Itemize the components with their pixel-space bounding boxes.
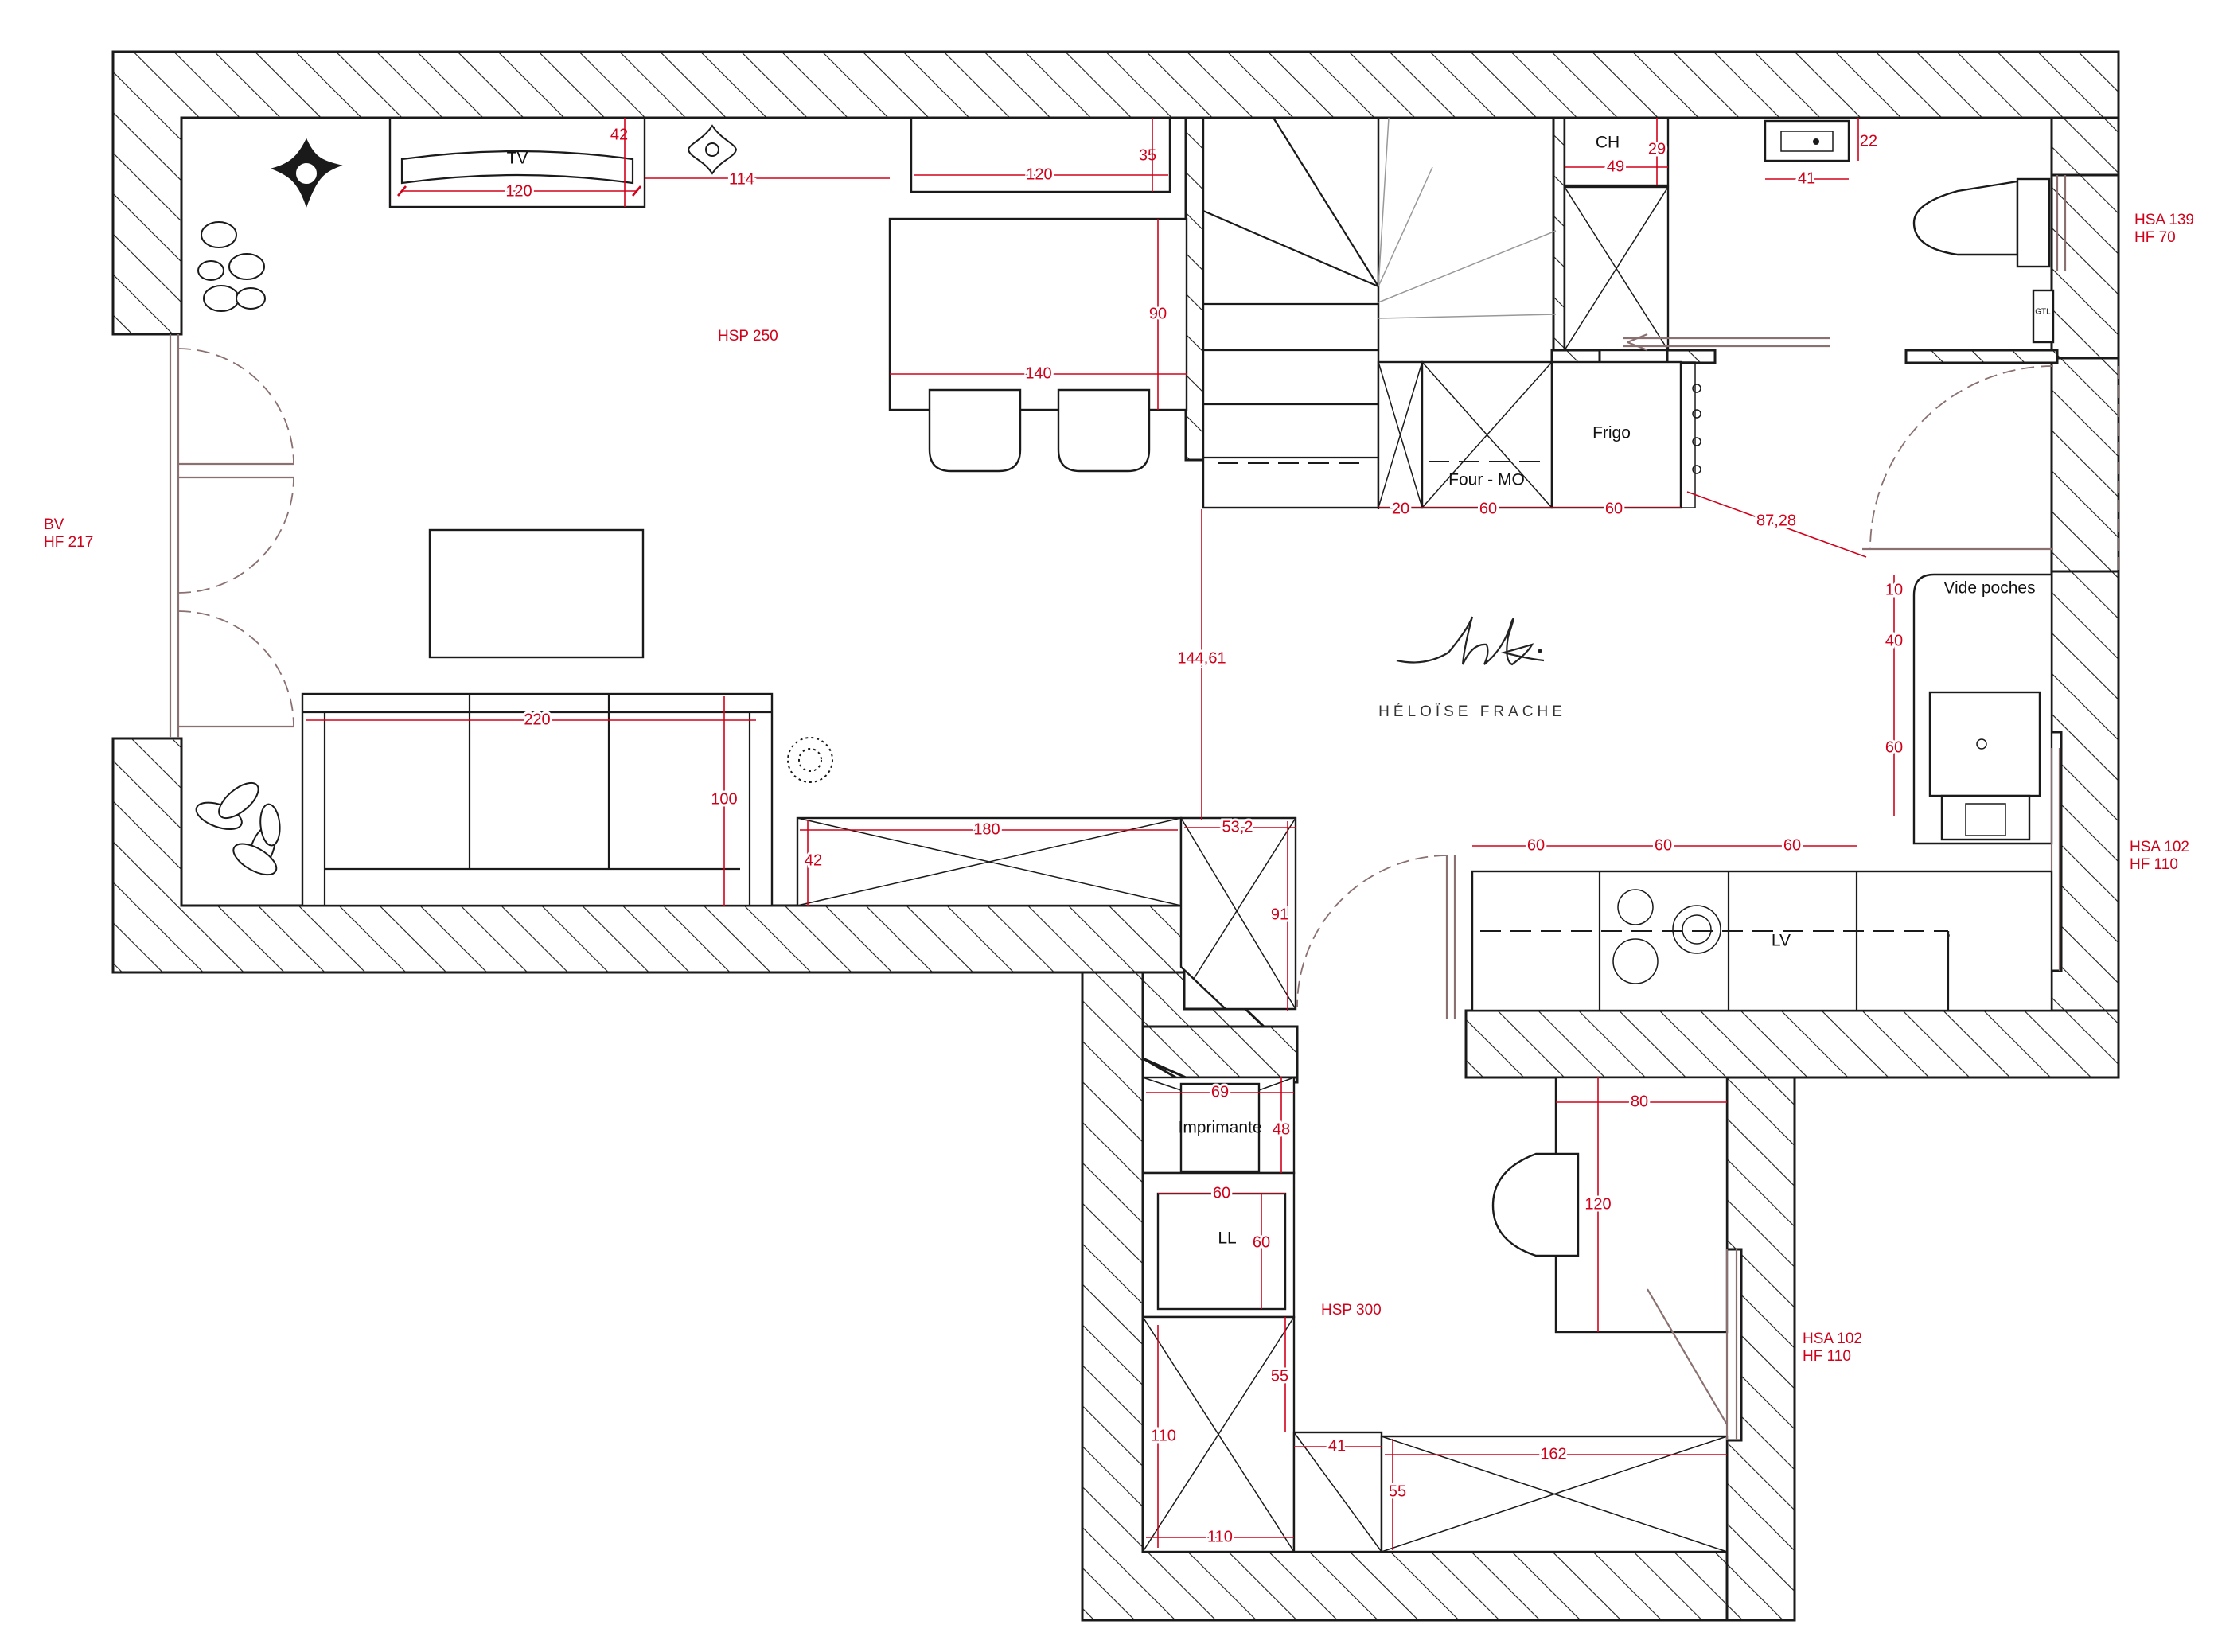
plant-icon [787,737,833,783]
dim-sofa-depth: 100 [711,790,737,808]
dim-table-width: 140 [1025,364,1051,382]
printer-unit: Imprimante [1141,1076,1296,1175]
dim-ctr60c: 60 [1783,836,1801,854]
wardrobe-162 [1380,1435,1729,1553]
office-window [1647,1249,1738,1440]
dim-printer-d: 48 [1273,1120,1290,1138]
stool-1 [928,388,1022,473]
dim-vp40: 40 [1885,632,1903,649]
dim-wr-d: 55 [1389,1483,1406,1500]
office-window-note-2: HF 110 [1803,1348,1851,1365]
dim-desk-w: 80 [1631,1093,1648,1110]
wc-window-note-2: HF 70 [2134,229,2176,246]
dim-k60b: 60 [1605,500,1623,517]
sofa [301,692,774,907]
ll-label: LL [1218,1229,1236,1248]
office-window-note-1: HSA 102 [1803,1331,1862,1347]
dim-stair: 144,61 [1177,649,1226,667]
storage-110 [1141,1315,1383,1553]
kitchen-window-note-1: HSA 102 [2130,839,2189,855]
tv-unit: TV [388,116,646,208]
brand-logo: HÉLOÏSE FRACHE [1378,616,1566,720]
plant-icon [270,138,343,208]
dim-ch-depth: 29 [1648,140,1666,158]
tv-label: TV [507,150,528,168]
dim-printer-w: 69 [1211,1083,1229,1101]
kitchen-window-note-2: HF 110 [2130,856,2178,873]
lv-label: LV [1772,932,1791,950]
dim-ctr60b: 60 [1655,836,1672,854]
plant-icon [687,124,738,175]
plant-icon [197,221,266,312]
stool-2 [1057,388,1151,473]
wc-window-note-1: HSA 139 [2134,212,2194,228]
window-left [169,334,294,738]
dimensions: 120 42 114 120 35 140 90 220 100 180 42 … [306,118,1905,1550]
dim-k60a: 60 [1479,500,1497,517]
printer-label: Imprimante [1178,1119,1261,1137]
desk [1491,1076,1729,1334]
dim-k20: 20 [1392,500,1409,517]
shelf [910,116,1171,193]
kitchen-door [1296,855,1456,1019]
dim-table-depth: 90 [1149,305,1167,322]
kitchen-counter: LV [1471,870,2053,1012]
dim-tv-gap: 114 [729,170,754,188]
dim-diag: 87,28 [1756,512,1796,529]
dim-ll-w: 60 [1213,1184,1230,1202]
fridge-label: Frigo [1592,424,1631,442]
washing-machine: LL [1141,1171,1296,1319]
dining-table [888,217,1188,411]
dim-sofa-width: 220 [524,711,550,728]
staircase [1202,116,1557,509]
dim-tv-depth: 42 [610,126,628,143]
dim-wr-w: 162 [1540,1445,1566,1463]
dim-sink-width: 41 [1798,169,1815,187]
dim-bench-depth: 42 [805,851,822,869]
brand-name: HÉLOÏSE FRACHE [1378,703,1566,720]
dim-tv-width: 120 [505,182,532,200]
ch-label: CH [1596,134,1620,152]
dim-st-w: 41 [1328,1437,1346,1455]
dim-ch-width: 49 [1607,158,1624,175]
dim-shelf-width: 120 [1026,166,1052,183]
gtl-label: GTL [2035,308,2051,317]
dim-sink-depth: 22 [1860,132,1877,150]
dim-bench-width: 180 [973,820,1000,838]
dim-cab110-w: 110 [1207,1528,1233,1545]
vide-poches: Vide poches [1912,573,2053,845]
corner-cabinet [1179,816,1297,1011]
oven-label: Four - MO [1448,471,1525,489]
dim-cab110-h: 110 [1151,1427,1176,1444]
wc: GTL [1764,119,2119,571]
height-office: HSP 300 [1321,1302,1382,1319]
dim-ll-d: 60 [1253,1233,1270,1251]
dim-desk-d: 120 [1584,1195,1611,1213]
bv-note-2: HF 217 [44,534,93,551]
dim-ctr60a: 60 [1527,836,1545,854]
plant-icon [195,781,281,876]
dim-cab-depth: 91 [1271,906,1288,923]
vide-poches-label: Vide poches [1943,579,2035,598]
height-living: HSP 250 [718,328,778,345]
kitchen-tall-units: Four - MO Frigo [1377,360,1701,509]
dim-vp10: 10 [1885,581,1903,598]
dim-shelf-depth: 35 [1139,146,1156,164]
dim-cab-width: 53,2 [1222,818,1253,836]
dim-st-d: 55 [1271,1367,1288,1385]
cabinet-ch: CH [1563,116,1830,352]
bench [796,816,1183,907]
rug [428,528,645,659]
bv-note-1: BV [44,516,64,533]
dim-vp60: 60 [1885,738,1903,756]
